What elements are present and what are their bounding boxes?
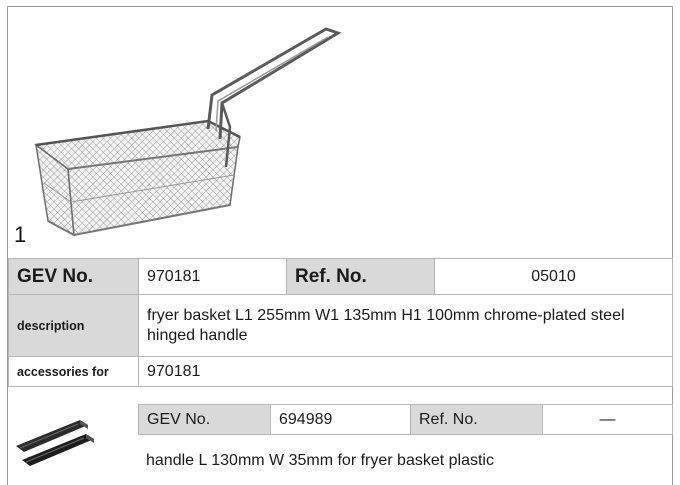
accessories-label: accessories for: [8, 356, 139, 387]
accessory-table: GEV No. 694989 Ref. No. —: [138, 404, 673, 435]
figure-number: 1: [14, 222, 27, 247]
description-line-2: hinged handle: [147, 326, 248, 344]
ref-value: 05010: [434, 258, 673, 295]
description-label: description: [8, 294, 139, 357]
accessory-description: handle L 130mm W 35mm for fryer basket p…: [146, 452, 494, 469]
sheet-frame: [7, 6, 673, 485]
accessory-ref-label: Ref. No.: [410, 404, 543, 435]
accessory-gev-label: GEV No.: [138, 404, 271, 435]
ref-label: Ref. No.: [286, 258, 435, 295]
gev-label: GEV No.: [8, 258, 139, 295]
gev-value: 970181: [138, 258, 287, 295]
accessory-gev-value: 694989: [270, 404, 411, 435]
accessory-gev-row: GEV No. 694989 Ref. No. —: [138, 404, 673, 435]
accessories-row: accessories for 970181: [8, 356, 673, 387]
description-row: description fryer basket L1 255mm W1 135…: [8, 294, 673, 357]
handle-accessory-image: [16, 420, 94, 466]
accessory-ref-value: —: [542, 404, 673, 435]
description-line-1: fryer basket L1 255mm W1 135mm H1 100mm …: [147, 306, 625, 324]
accessories-value: 970181: [138, 356, 673, 387]
description-value: fryer basket L1 255mm W1 135mm H1 100mm …: [138, 294, 673, 357]
fryer-basket-image: [34, 27, 342, 237]
spec-table: GEV No. 970181 Ref. No. 05010 descriptio…: [8, 258, 673, 387]
gev-row: GEV No. 970181 Ref. No. 05010: [8, 258, 673, 295]
